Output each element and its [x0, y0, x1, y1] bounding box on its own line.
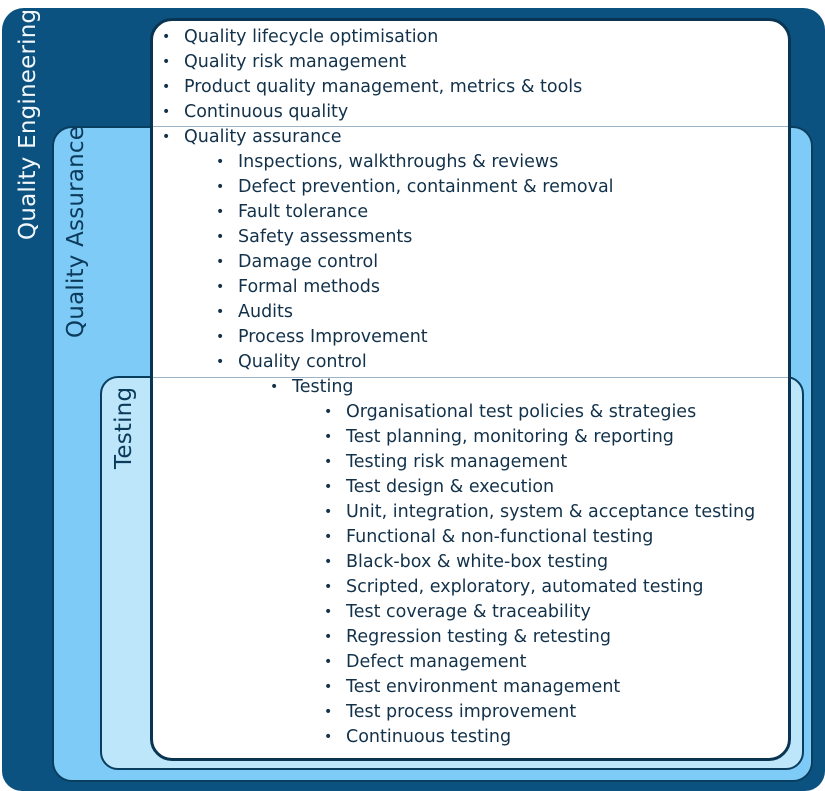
item-label: Quality assurance: [184, 127, 342, 147]
item-label: Test process improvement: [346, 702, 577, 722]
item-label: Continuous quality: [184, 102, 349, 122]
bullet-icon: •: [324, 704, 333, 720]
item-label: Testing: [292, 377, 354, 397]
testing-label: Testing: [111, 386, 137, 469]
item-label: Organisational test policies & strategie…: [346, 402, 697, 422]
item-label: Scripted, exploratory, automated testing: [346, 577, 704, 597]
list-item: • Quality risk management: [162, 50, 582, 75]
item-label: Defect prevention, containment & removal: [238, 177, 614, 197]
list-item: • Safety assessments: [216, 225, 614, 250]
list-item: • Testing: [270, 375, 354, 400]
bullet-icon: •: [324, 429, 333, 445]
list-item: • Test planning, monitoring & reporting: [324, 425, 755, 450]
bullet-icon: •: [216, 229, 225, 245]
bullet-icon: •: [162, 54, 171, 70]
list-item: • Organisational test policies & strategi…: [324, 400, 755, 425]
item-label: Test planning, monitoring & reporting: [346, 427, 674, 447]
quality-control-sublist: • Testing: [270, 375, 354, 400]
bullet-icon: •: [324, 404, 333, 420]
item-label: Process Improvement: [238, 327, 428, 347]
item-label: Inspections, walkthroughs & reviews: [238, 152, 559, 172]
item-label: Quality control: [238, 352, 367, 372]
bullet-icon: •: [324, 529, 333, 545]
list-item: • Defect prevention, containment & remova…: [216, 175, 614, 200]
bullet-icon: •: [162, 79, 171, 95]
bullet-icon: •: [216, 154, 225, 170]
item-label: Formal methods: [238, 277, 380, 297]
list-item: • Unit, integration, system & acceptance …: [324, 500, 755, 525]
list-item: • Inspections, walkthroughs & reviews: [216, 150, 614, 175]
list-item: • Quality lifecycle optimisation: [162, 25, 582, 50]
list-item: • Test process improvement: [324, 700, 755, 725]
bullet-icon: •: [162, 104, 171, 120]
quality-assurance-label: Quality Assurance: [63, 125, 89, 338]
list-item: • Test environment management: [324, 675, 755, 700]
item-label: Functional & non-functional testing: [346, 527, 654, 547]
list-item: • Scripted, exploratory, automated testin…: [324, 575, 755, 600]
bullet-icon: •: [324, 479, 333, 495]
item-label: Test design & execution: [346, 477, 555, 497]
bullet-icon: •: [216, 304, 225, 320]
testing-sublist: • Organisational test policies & strategi…: [324, 400, 755, 750]
quality-assurance-sublist: • Inspections, walkthroughs & reviews • De…: [216, 150, 614, 375]
bullet-icon: •: [162, 29, 171, 45]
list-item: • Quality assurance: [162, 125, 342, 150]
bullet-icon: •: [216, 254, 225, 270]
bullet-icon: •: [270, 379, 279, 395]
list-item: • Product quality management, metrics & t…: [162, 75, 582, 100]
item-label: Quality risk management: [184, 52, 407, 72]
item-label: Test environment management: [346, 677, 621, 697]
list-item: • Functional & non-functional testing: [324, 525, 755, 550]
item-label: Test coverage & traceability: [346, 602, 591, 622]
item-label: Quality lifecycle optimisation: [184, 27, 439, 47]
bullet-icon: •: [324, 604, 333, 620]
quality-engineering-list: • Quality lifecycle optimisation • Quality…: [162, 25, 582, 125]
list-item: • Continuous testing: [324, 725, 755, 750]
list-item: • Damage control: [216, 250, 614, 275]
bullet-icon: •: [324, 729, 333, 745]
bullet-icon: •: [324, 679, 333, 695]
quality-assurance-divider: [153, 126, 788, 127]
list-item: • Testing risk management: [324, 450, 755, 475]
item-label: Defect management: [346, 652, 527, 672]
item-label: Testing risk management: [346, 452, 568, 472]
bullet-icon: •: [216, 354, 225, 370]
list-item: • Process Improvement: [216, 325, 614, 350]
testing-divider: [153, 377, 788, 378]
list-item: • Defect management: [324, 650, 755, 675]
quality-assurance-list: • Quality assurance: [162, 125, 342, 150]
list-item: • Black-box & white-box testing: [324, 550, 755, 575]
list-item: • Regression testing & retesting: [324, 625, 755, 650]
list-item: • Formal methods: [216, 275, 614, 300]
bullet-icon: •: [324, 554, 333, 570]
item-label: Black-box & white-box testing: [346, 552, 609, 572]
bullet-icon: •: [216, 204, 225, 220]
item-label: Damage control: [238, 252, 379, 272]
item-label: Audits: [238, 302, 294, 322]
item-label: Safety assessments: [238, 227, 413, 247]
item-label: Fault tolerance: [238, 202, 369, 222]
bullet-icon: •: [324, 629, 333, 645]
item-label: Unit, integration, system & acceptance t…: [346, 502, 756, 522]
list-item: • Test coverage & traceability: [324, 600, 755, 625]
bullet-icon: •: [324, 454, 333, 470]
item-label: Product quality management, metrics & to…: [184, 77, 583, 97]
list-item: • Fault tolerance: [216, 200, 614, 225]
bullet-icon: •: [216, 329, 225, 345]
list-item: • Audits: [216, 300, 614, 325]
bullet-icon: •: [216, 279, 225, 295]
bullet-icon: •: [162, 129, 171, 145]
item-label: Continuous testing: [346, 727, 512, 747]
bullet-icon: •: [324, 579, 333, 595]
bullet-icon: •: [324, 654, 333, 670]
item-label: Regression testing & retesting: [346, 627, 611, 647]
list-item: • Continuous quality: [162, 100, 582, 125]
content-box: [150, 18, 791, 761]
bullet-icon: •: [324, 504, 333, 520]
quality-engineering-label: Quality Engineering: [15, 8, 41, 240]
list-item: • Test design & execution: [324, 475, 755, 500]
bullet-icon: •: [216, 179, 225, 195]
list-item: • Quality control: [216, 350, 614, 375]
